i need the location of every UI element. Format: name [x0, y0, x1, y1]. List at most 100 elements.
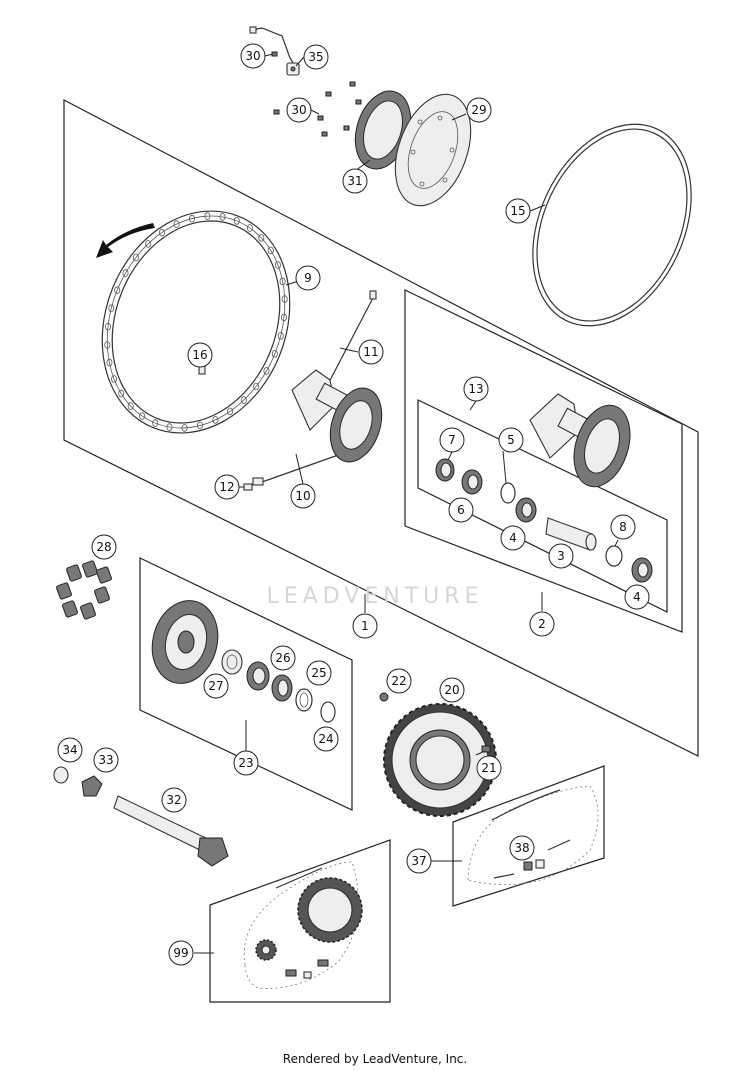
- rotation-direction-arrow: [96, 223, 155, 258]
- callout-label: 3: [557, 549, 565, 563]
- callout-label: 7: [448, 433, 456, 447]
- rim-spoke-hole: [253, 382, 260, 391]
- circlip: [500, 482, 516, 504]
- spoke: [326, 290, 377, 387]
- spacer-ring: [605, 545, 623, 567]
- rim-spoke-hole: [158, 228, 165, 237]
- rim-spoke-hole: [274, 261, 281, 269]
- rim-spoke-hole: [233, 217, 240, 225]
- callout-label: 26: [275, 651, 290, 665]
- wheel-speed-sensor: [249, 26, 300, 76]
- rim-spoke-hole: [181, 424, 188, 432]
- rim-spoke-hole: [263, 367, 270, 375]
- rim-spoke-hole: [258, 234, 265, 242]
- callout-label: 4: [633, 590, 641, 604]
- callout-label: 16: [192, 348, 207, 362]
- rim-spoke-hole: [114, 286, 121, 295]
- rim-spoke-hole: [271, 349, 278, 358]
- callout-99: 99: [168, 940, 194, 966]
- callout-label: 33: [98, 753, 113, 767]
- callout-30b: 30: [286, 97, 312, 123]
- callout-11: 11: [358, 339, 384, 365]
- watermark: LEADVENTURE: [266, 584, 484, 609]
- callout-label: 6: [457, 503, 465, 517]
- callout-label: 12: [219, 480, 234, 494]
- callout-label: 23: [238, 756, 253, 770]
- sprocket-carrier: [151, 600, 219, 684]
- drive-chain: [467, 785, 599, 885]
- rim-spoke-hole: [132, 253, 139, 262]
- carrier-ring: [320, 701, 336, 723]
- sprocket-screw: [481, 745, 491, 753]
- carrier-bushing: [221, 649, 243, 675]
- rim-spoke-hole: [152, 419, 159, 427]
- callout-12: 12: [214, 474, 240, 500]
- rear-wheel-assembly-frame: [63, 99, 699, 757]
- rim-spoke-hole: [166, 423, 173, 431]
- rear-sprocket: [383, 703, 497, 817]
- callout-label: 34: [62, 743, 77, 757]
- callout-label: 9: [304, 271, 312, 285]
- callout-35: 35: [303, 44, 329, 70]
- rim-spoke-hole: [145, 240, 152, 248]
- chain-kit: [243, 861, 363, 989]
- rim-spoke-hole: [246, 224, 253, 232]
- callout-label: 24: [318, 732, 333, 746]
- callout-label: 22: [391, 674, 406, 688]
- callout-label: 99: [173, 946, 188, 960]
- brake-disc-screws: [273, 81, 362, 137]
- callout-label: 31: [347, 174, 362, 188]
- callout-label: 29: [471, 103, 486, 117]
- callout-label: 21: [481, 761, 496, 775]
- callout-32: 32: [161, 787, 187, 813]
- callout-label: 11: [363, 345, 378, 359]
- rim-spoke-hole: [188, 214, 195, 223]
- callout-6: 6: [448, 497, 474, 523]
- callout-1: 1: [352, 613, 378, 639]
- callout-13: 13: [463, 376, 489, 402]
- callout-16: 16: [187, 342, 213, 368]
- callout-30a: 30: [240, 43, 266, 69]
- callout-label: 32: [166, 793, 181, 807]
- spoke-nipple: [243, 483, 253, 491]
- callout-24: 24: [313, 726, 339, 752]
- rear-hub: [291, 369, 383, 463]
- axle-nut: [53, 766, 69, 784]
- hub-with-bearings: [529, 393, 631, 488]
- callout-28: 28: [91, 534, 117, 560]
- callout-label: 35: [308, 50, 323, 64]
- callout-15: 15: [505, 198, 531, 224]
- callout-label: 38: [514, 841, 529, 855]
- callout-label: 30: [291, 103, 306, 117]
- callout-25: 25: [306, 660, 332, 686]
- callout-label: 30: [245, 49, 260, 63]
- rubber-dampers: [56, 560, 112, 620]
- callout-26: 26: [270, 645, 296, 671]
- callout-31: 31: [342, 168, 368, 194]
- wheel-axle: [113, 795, 229, 867]
- rim-tape: [532, 123, 692, 327]
- brake-disc: [394, 93, 472, 207]
- callout-label: 13: [468, 382, 483, 396]
- callout-4b: 4: [624, 584, 650, 610]
- rim-spoke-hole: [281, 295, 288, 303]
- callout-label: 5: [507, 433, 515, 447]
- callout-label: 8: [619, 520, 627, 534]
- rim-spoke-hole: [105, 322, 112, 331]
- callout-4a: 4: [500, 525, 526, 551]
- hub-assembly-frame: [404, 289, 683, 633]
- callout-10: 10: [290, 483, 316, 509]
- rim-spoke-hole: [227, 407, 234, 416]
- distance-sleeve: [545, 517, 597, 551]
- ball-bearing-middle: [515, 497, 537, 523]
- callout-38: 38: [509, 835, 535, 861]
- wheel-rim: [101, 210, 291, 434]
- rim-spoke-hole: [122, 269, 129, 277]
- rim-spoke-hole: [104, 341, 111, 349]
- callout-3: 3: [548, 543, 574, 569]
- ball-bearing-left: [461, 469, 483, 495]
- rim-spoke-hole: [108, 304, 115, 313]
- chain-frame: [452, 765, 605, 907]
- callout-5: 5: [498, 427, 524, 453]
